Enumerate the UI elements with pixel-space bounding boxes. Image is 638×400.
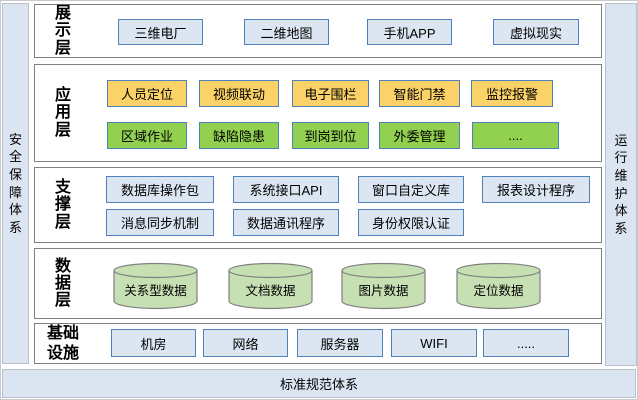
box-application-more: .... — [472, 122, 559, 149]
box-wifi: WIFI — [391, 329, 477, 357]
box-3d-plant: 三维电厂 — [118, 19, 203, 45]
box-electronic-fence: 电子围栏 — [292, 80, 369, 107]
data-layer-label: 数据层 — [55, 257, 72, 310]
box-infrastructure-more: ..... — [483, 329, 569, 357]
box-video-linkage: 视频联动 — [199, 80, 279, 107]
box-2d-map: 二维地图 — [244, 19, 329, 45]
cylinder-label: 图片数据 — [358, 284, 409, 298]
bottom-bar-label: 标准规范体系 — [279, 377, 358, 392]
display-layer-label: 展示层 — [55, 5, 72, 57]
box-mobile-app: 手机APP — [367, 19, 452, 45]
cylinder-shape — [228, 262, 313, 310]
box-message-sync: 消息同步机制 — [106, 209, 214, 236]
support-layer-label: 支撑层 — [55, 179, 72, 231]
data-layer-panel: 数据层 关系型数据 文档数据 图片数据 — [34, 248, 602, 319]
box-report-designer: 报表设计程序 — [482, 176, 590, 203]
display-layer-panel: 展示层 三维电厂 二维地图 手机APP 虚拟现实 — [34, 4, 602, 58]
application-layer-label: 应用层 — [55, 87, 72, 139]
cylinder-document-data: 文档数据 — [228, 262, 313, 310]
box-database-operation-pack: 数据库操作包 — [106, 176, 214, 203]
box-server: 服务器 — [297, 329, 383, 357]
box-virtual-reality: 虚拟现实 — [493, 19, 579, 45]
display-layer-label-col: 展示层 — [35, 5, 91, 57]
cylinder-label: 关系型数据 — [124, 284, 187, 298]
data-layer-label-col: 数据层 — [35, 249, 91, 318]
box-smart-access-control: 智能门禁 — [379, 80, 460, 107]
left-frame-label: 安全保障体系 — [9, 131, 23, 235]
box-area-work: 区域作业 — [107, 122, 187, 149]
cylinder-image-data: 图片数据 — [341, 262, 426, 310]
cylinder-location-data: 定位数据 — [456, 262, 541, 310]
box-defect-hazard: 缺陷隐患 — [199, 122, 279, 149]
right-frame-label: 运行维护体系 — [614, 132, 628, 236]
box-network: 网络 — [203, 329, 288, 357]
cylinder-label: 文档数据 — [245, 284, 296, 298]
box-identity-auth: 身份权限认证 — [358, 209, 464, 236]
cylinder-shape — [113, 262, 198, 310]
cylinder-shape — [456, 262, 541, 310]
cylinder-relational-data: 关系型数据 — [113, 262, 198, 310]
box-on-duty: 到岗到位 — [292, 122, 369, 149]
box-monitoring-alarm: 监控报警 — [471, 80, 553, 107]
box-window-custom-library: 窗口自定义库 — [358, 176, 464, 203]
application-layer-panel: 应用层 人员定位 视频联动 电子围栏 智能门禁 监控报警 区域作业 缺陷隐患 到… — [34, 64, 602, 162]
bottom-bar-standard-system: 标准规范体系 — [2, 369, 636, 398]
infrastructure-layer-label-col: 基础设施 — [35, 324, 91, 363]
left-frame-security-system: 安全保障体系 — [2, 3, 29, 364]
box-data-communication: 数据通讯程序 — [233, 209, 339, 236]
box-system-api: 系统接口API — [233, 176, 339, 203]
right-frame-operation-system: 运行维护体系 — [605, 3, 637, 366]
support-layer-panel: 支撑层 数据库操作包 系统接口API 窗口自定义库 报表设计程序 消息同步机制 … — [34, 167, 602, 243]
support-layer-label-col: 支撑层 — [35, 168, 91, 242]
infrastructure-layer-panel: 基础设施 机房 网络 服务器 WIFI ..... — [34, 323, 602, 364]
cylinder-label: 定位数据 — [473, 284, 524, 298]
box-outsourcing-management: 外委管理 — [379, 122, 460, 149]
application-layer-label-col: 应用层 — [35, 65, 91, 161]
box-server-room: 机房 — [111, 329, 196, 357]
box-personnel-location: 人员定位 — [107, 80, 187, 107]
infrastructure-layer-label: 基础设施 — [46, 325, 79, 362]
cylinder-shape — [341, 262, 426, 310]
